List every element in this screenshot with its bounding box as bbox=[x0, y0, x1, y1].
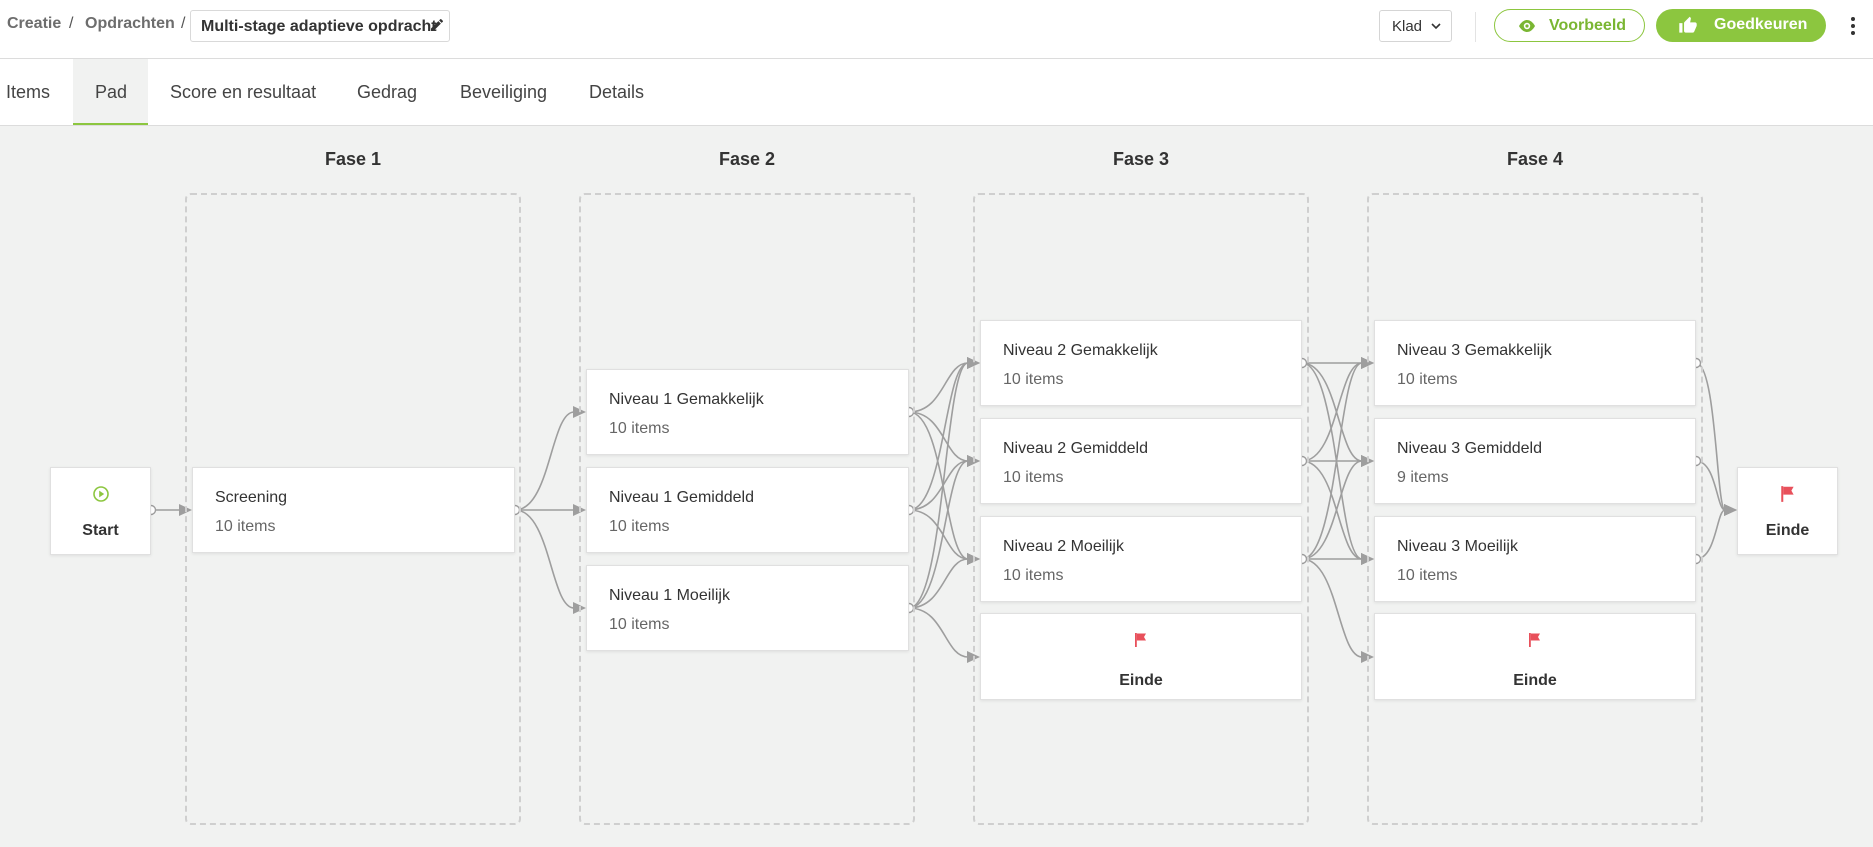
phase-container bbox=[973, 193, 1309, 825]
path-edge bbox=[1301, 460, 1363, 560]
tab-label: Beveiliging bbox=[460, 82, 548, 102]
breadcrumb-opdrachten[interactable]: Opdrachten bbox=[85, 15, 175, 32]
path-edge bbox=[1301, 558, 1363, 658]
end-label: Einde bbox=[1119, 672, 1163, 689]
start-label: Start bbox=[82, 522, 119, 539]
path-edge bbox=[1301, 362, 1363, 462]
tab-items[interactable]: Items bbox=[0, 59, 70, 125]
path-edge bbox=[514, 509, 575, 609]
flag-icon bbox=[1780, 486, 1794, 502]
thumbs-up-icon bbox=[1679, 16, 1697, 33]
node-einde-fase-4[interactable]: Einde bbox=[1374, 613, 1696, 700]
tab-bar: Items Pad Score en resultaat Gedrag Beve… bbox=[0, 59, 1873, 126]
approve-label: Goedkeuren bbox=[1714, 16, 1808, 33]
node-item-count: 10 items bbox=[1397, 371, 1458, 388]
tab-pad[interactable]: Pad bbox=[73, 59, 148, 125]
node-item-count: 10 items bbox=[1397, 567, 1458, 584]
node-einde-fase-3[interactable]: Einde bbox=[980, 613, 1302, 700]
path-edge bbox=[908, 411, 969, 560]
phase-title: Fase 1 bbox=[324, 149, 382, 169]
path-edge bbox=[1301, 362, 1363, 462]
path-edge bbox=[1301, 460, 1363, 560]
tab-label: Gedrag bbox=[357, 82, 418, 102]
node-name: Niveau 2 Moeilijk bbox=[1003, 538, 1124, 555]
phase-container bbox=[185, 193, 521, 825]
node-name: Screening bbox=[215, 489, 288, 506]
node-name: Niveau 1 Gemakkelijk bbox=[609, 391, 764, 408]
tab-beveiliging[interactable]: Beveiliging bbox=[450, 59, 560, 125]
phase-title: Fase 2 bbox=[718, 149, 776, 169]
node-name: Niveau 3 Gemiddeld bbox=[1397, 440, 1542, 457]
tab-label: Pad bbox=[95, 82, 128, 102]
node-item-count: 10 items bbox=[609, 616, 670, 633]
path-edge bbox=[908, 460, 969, 609]
edge-arrowhead bbox=[1724, 504, 1737, 516]
node-name: Niveau 3 Moeilijk bbox=[1397, 538, 1518, 555]
path-edge bbox=[908, 362, 969, 511]
pencil-icon[interactable] bbox=[429, 17, 445, 33]
divider bbox=[1475, 12, 1476, 42]
node-niveau-2-gemiddeld[interactable]: Niveau 2 Gemiddeld 10 items bbox=[980, 418, 1302, 504]
node-item-count: 10 items bbox=[1003, 567, 1064, 584]
tab-score-en-resultaat[interactable]: Score en resultaat bbox=[160, 59, 330, 125]
node-item-count: 10 items bbox=[215, 518, 276, 535]
node-niveau-2-gemakkelijk[interactable]: Niveau 2 Gemakkelijk 10 items bbox=[980, 320, 1302, 406]
flag-icon bbox=[1529, 633, 1540, 647]
eye-icon bbox=[1519, 20, 1535, 32]
tab-details[interactable]: Details bbox=[580, 59, 660, 125]
node-name: Niveau 1 Gemiddeld bbox=[609, 489, 754, 506]
more-options-icon[interactable] bbox=[1846, 13, 1860, 39]
node-niveau-2-moeilijk[interactable]: Niveau 2 Moeilijk 10 items bbox=[980, 516, 1302, 602]
node-niveau-1-moeilijk[interactable]: Niveau 1 Moeilijk 10 items bbox=[586, 565, 909, 651]
tab-label: Score en resultaat bbox=[170, 82, 317, 102]
path-edge bbox=[514, 411, 575, 511]
tab-gedrag[interactable]: Gedrag bbox=[345, 59, 425, 125]
tab-label: Details bbox=[589, 82, 645, 102]
breadcrumb-separator: / bbox=[181, 15, 186, 32]
end-node[interactable]: Einde bbox=[1737, 467, 1838, 555]
path-edge bbox=[908, 362, 969, 413]
end-label: Einde bbox=[1513, 672, 1557, 689]
path-edge bbox=[908, 558, 969, 609]
breadcrumb-creatie[interactable]: Creatie bbox=[7, 15, 62, 32]
tab-label: Items bbox=[6, 82, 51, 102]
node-niveau-3-gemakkelijk[interactable]: Niveau 3 Gemakkelijk 10 items bbox=[1374, 320, 1696, 406]
node-item-count: 10 items bbox=[609, 518, 670, 535]
preview-button[interactable]: Voorbeeld bbox=[1494, 9, 1645, 42]
phase-title: Fase 4 bbox=[1506, 149, 1564, 169]
flag-icon bbox=[1135, 633, 1146, 647]
node-item-count: 10 items bbox=[1003, 469, 1064, 486]
node-screening[interactable]: Screening 10 items bbox=[192, 467, 515, 553]
node-item-count: 10 items bbox=[1003, 371, 1064, 388]
top-bar: Creatie / Opdrachten / Multi-stage adapt… bbox=[0, 0, 1873, 59]
path-edge bbox=[908, 362, 969, 609]
end-label: Einde bbox=[1765, 522, 1810, 539]
node-item-count: 10 items bbox=[609, 420, 670, 437]
node-name: Niveau 2 Gemakkelijk bbox=[1003, 342, 1158, 359]
preview-label: Voorbeeld bbox=[1549, 17, 1627, 34]
path-edge bbox=[908, 607, 969, 658]
node-name: Niveau 2 Gemiddeld bbox=[1003, 440, 1148, 457]
status-dropdown[interactable]: Klad bbox=[1379, 10, 1452, 42]
breadcrumb-separator: / bbox=[69, 15, 74, 32]
path-canvas: Fase 1 Fase 2 Fase 3 Fase 4 Start Screen… bbox=[0, 127, 1873, 847]
status-value: Klad bbox=[1392, 18, 1423, 35]
node-name: Niveau 3 Gemakkelijk bbox=[1397, 342, 1552, 359]
start-node[interactable]: Start bbox=[50, 467, 151, 555]
play-circle-icon bbox=[92, 486, 109, 502]
node-niveau-3-moeilijk[interactable]: Niveau 3 Moeilijk 10 items bbox=[1374, 516, 1696, 602]
phase-title: Fase 3 bbox=[1112, 149, 1170, 169]
chevron-down-icon bbox=[1431, 23, 1441, 30]
assignment-title: Multi-stage adaptieve opdracht bbox=[201, 18, 437, 35]
node-niveau-1-gemiddeld[interactable]: Niveau 1 Gemiddeld 10 items bbox=[586, 467, 909, 553]
node-item-count: 9 items bbox=[1397, 469, 1449, 486]
assignment-title-field[interactable]: Multi-stage adaptieve opdracht bbox=[190, 10, 450, 42]
node-niveau-3-gemiddeld[interactable]: Niveau 3 Gemiddeld 9 items bbox=[1374, 418, 1696, 504]
approve-button[interactable]: Goedkeuren bbox=[1656, 9, 1826, 42]
node-niveau-1-gemakkelijk[interactable]: Niveau 1 Gemakkelijk 10 items bbox=[586, 369, 909, 455]
phase-container bbox=[1367, 193, 1703, 825]
path-edge bbox=[1301, 362, 1363, 560]
phase-container bbox=[579, 193, 915, 825]
node-name: Niveau 1 Moeilijk bbox=[609, 587, 730, 604]
